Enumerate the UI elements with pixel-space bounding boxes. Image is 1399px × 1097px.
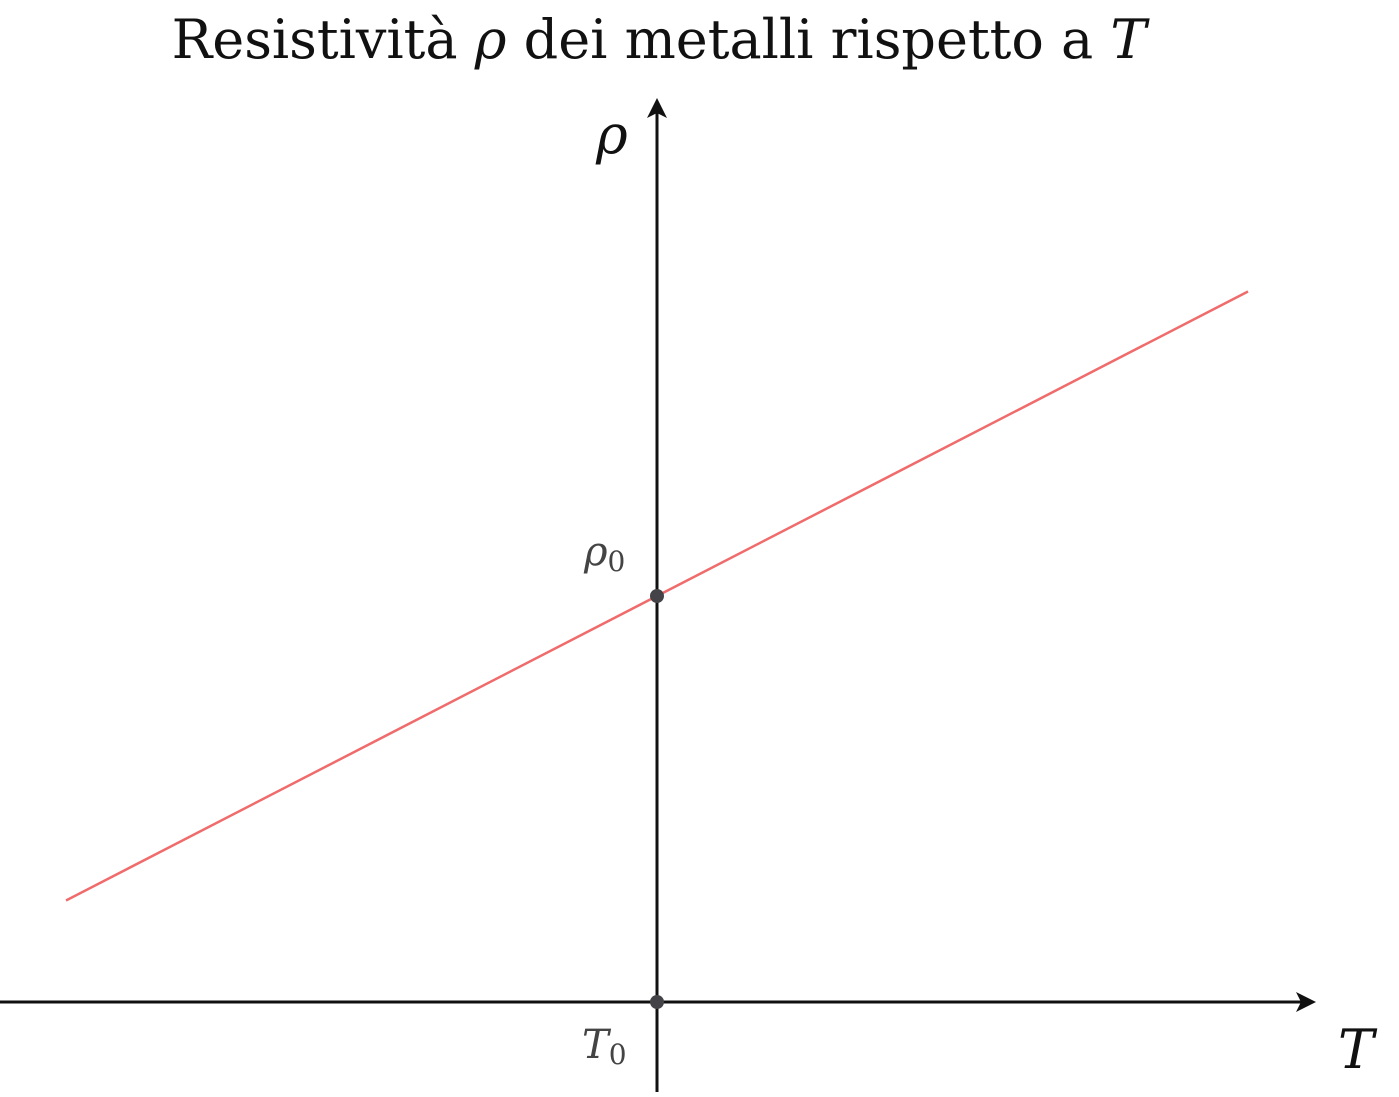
title-variable: T [1110,8,1147,71]
intercept-label: ρ0 [583,529,625,578]
origin-label: T0 [582,1022,627,1071]
title-text: Resistività [171,8,458,71]
y-axis-arrowhead [647,98,667,118]
chart-title: Resistività ρ dei metalli rispetto a T [0,8,1318,71]
x-axis-arrowhead [1296,992,1316,1012]
y-axis-label: ρ [595,103,628,166]
title-middle: dei metalli rispetto a [523,8,1094,71]
title-symbol: ρ [474,8,507,71]
x-axis-label: T [1338,1018,1378,1081]
intercept-point-rho0 [650,589,664,603]
origin-point-t0 [650,995,664,1009]
